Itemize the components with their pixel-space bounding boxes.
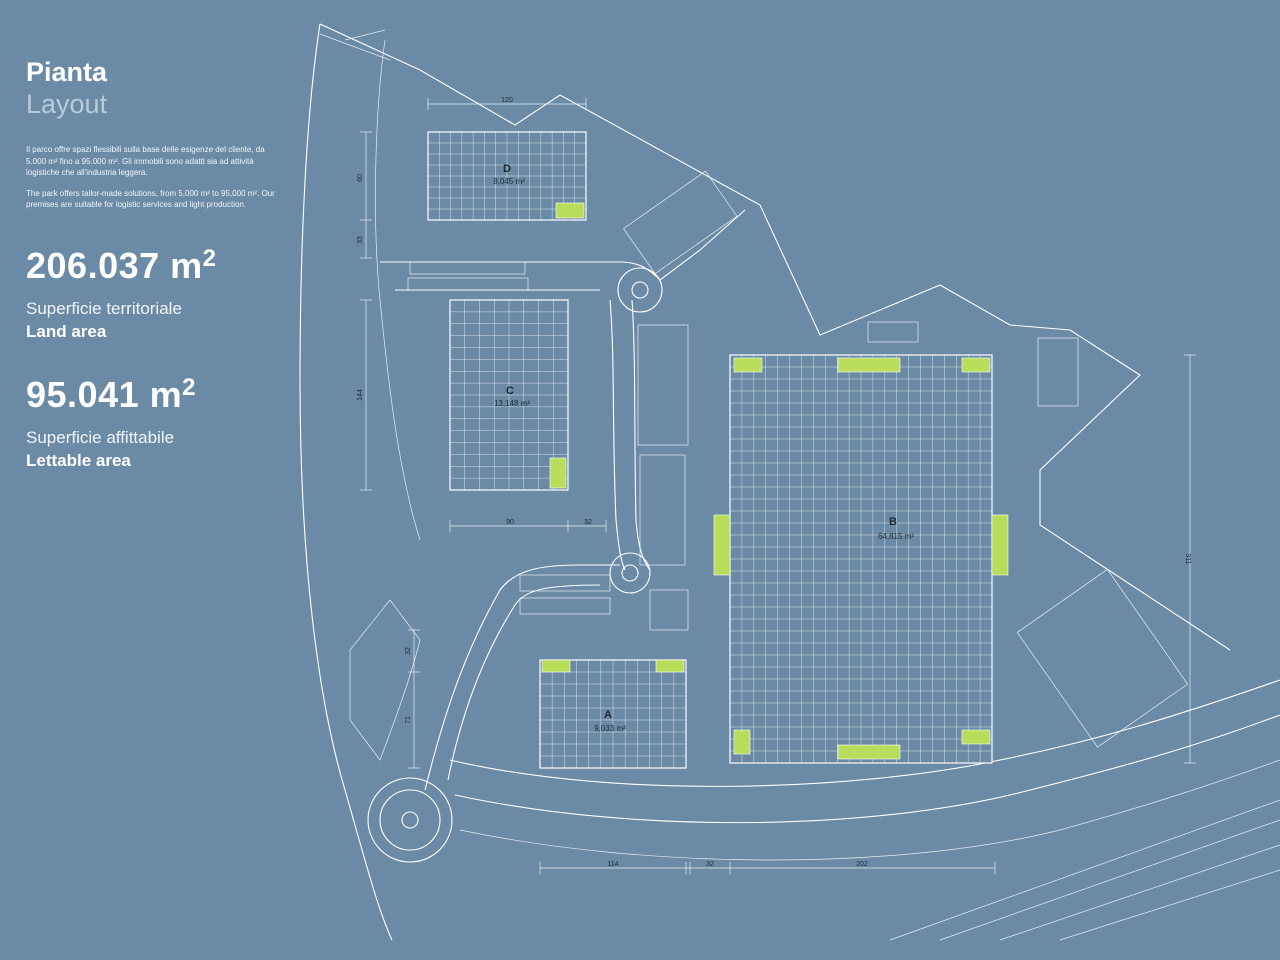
building-d-area: 8,045 m²: [493, 177, 525, 186]
description-en: The park offers tailor-made solutions, f…: [26, 188, 275, 210]
building-b-name: B: [889, 516, 897, 528]
dock-a-w: [541, 659, 571, 673]
dim-d-height-2: 33: [357, 236, 364, 244]
roundabout-south-ring: [379, 789, 441, 851]
building-c-name: C: [506, 385, 514, 397]
page-subtitle: Layout: [26, 89, 108, 119]
building-c-area: 13,148 m²: [494, 399, 530, 408]
building-c[interactable]: [449, 299, 569, 491]
dock-b-se: [961, 729, 991, 745]
central-road-west: [609, 299, 626, 571]
dock-c: [549, 457, 567, 489]
dock-b-sw: [733, 729, 751, 755]
south-highway-3: [459, 759, 1280, 861]
dim-c-width-2: 32: [584, 519, 592, 526]
dock-b-nw: [733, 357, 763, 373]
loading-docks: [541, 202, 1009, 760]
dock-b-n: [837, 357, 901, 373]
south-highway-1: [449, 679, 1280, 787]
building-a-area: 9,033 m²: [594, 724, 626, 733]
west-boundary: [299, 23, 393, 941]
info-panel: Pianta Layout Il parco offre spazi fless…: [26, 56, 286, 473]
roundabout-north-island: [631, 281, 649, 299]
roundabout-north: [617, 267, 663, 313]
roundabout-center: [609, 552, 651, 594]
dock-a-e: [655, 659, 685, 673]
west-parcel: [349, 599, 421, 761]
roundabout-south: [367, 777, 453, 863]
dim-bottom-3: 202: [856, 861, 868, 868]
page-title: Pianta: [26, 57, 108, 87]
south-highway-2: [454, 714, 1280, 824]
central-road-east: [631, 299, 651, 571]
dim-bottom-2: 32: [706, 861, 714, 868]
dim-c-height: 144: [357, 389, 364, 401]
stat-value: 206.037 m2: [26, 244, 217, 286]
stat-land-area: 206.037 m2 Superficie territoriale Land …: [26, 237, 286, 344]
roundabout-center-island: [621, 564, 639, 582]
dock-d: [555, 202, 585, 219]
building-a[interactable]: [539, 659, 687, 769]
building-b[interactable]: [729, 354, 993, 764]
parking-east: [407, 170, 1189, 748]
stat-value: 95.041 m2: [26, 373, 196, 415]
dim-a-height-1: 32: [405, 647, 412, 655]
dim-a-height-2: 71: [405, 716, 412, 724]
building-a-name: A: [604, 709, 612, 721]
dock-b-e: [991, 514, 1009, 576]
stat-label-en: Lettable area: [26, 450, 131, 470]
description-it: Il parco offre spazi flessibili sulla ba…: [26, 145, 265, 177]
west-road-inner: [375, 39, 421, 541]
stat-label-it: Superficie territoriale: [26, 298, 182, 318]
stat-lettable-area: 95.041 m2 Superficie affittabile Lettabl…: [26, 366, 286, 473]
building-d-name: D: [503, 163, 511, 175]
south-highway-4: [889, 799, 1280, 941]
dock-b-w: [713, 514, 731, 576]
dim-d-width: 120: [501, 97, 513, 104]
access-ramp-2: [447, 584, 601, 781]
access-ramp: [424, 564, 620, 791]
north-fence: [319, 29, 391, 61]
site-boundary: [319, 23, 1231, 651]
dock-b-ne: [961, 357, 991, 373]
stat-label-en: Land area: [26, 321, 107, 341]
dock-b-s: [837, 744, 901, 760]
dim-bottom-1: 114: [607, 861, 618, 868]
dim-b-height: 311: [1184, 553, 1191, 564]
dim-c-width-1: 90: [506, 519, 514, 526]
stat-label-it: Superficie affittabile: [26, 427, 175, 447]
building-b-area: 64,815 m²: [878, 532, 914, 541]
dim-d-height-1: 60: [357, 174, 364, 182]
roundabout-south-island: [401, 811, 419, 829]
dimension-lines: 120 60 33 144 90 32 32 71 114 32 202 311: [357, 97, 1196, 874]
description: Il parco offre spazi flessibili sulla ba…: [26, 144, 286, 211]
